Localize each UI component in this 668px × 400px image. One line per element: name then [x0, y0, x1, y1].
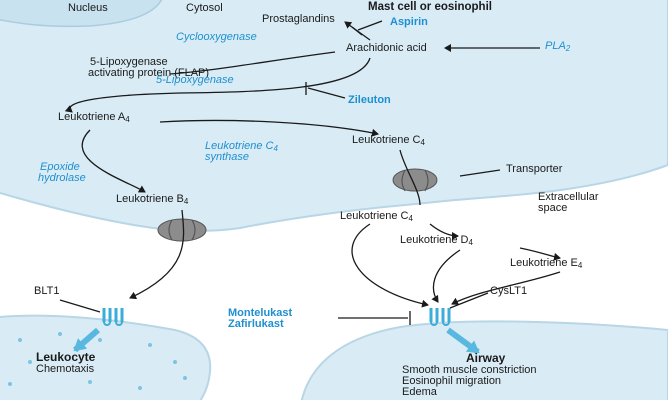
ltc4-extracellular-label: Leukotriene C4 — [340, 211, 413, 223]
epoxide-label-2: hydrolase — [38, 172, 86, 184]
airway-effect-arrow — [446, 327, 480, 355]
pla2-label: PLA2 — [545, 41, 570, 53]
ltd4-text: Leukotriene D — [400, 234, 469, 246]
blt1-receptor — [102, 308, 124, 326]
cyslt1-label: CysLT1 — [490, 285, 528, 297]
leukocyte-cell — [0, 314, 212, 400]
pathway-arrows — [59, 20, 561, 325]
epoxide-label-1: Epoxide — [40, 161, 80, 173]
cyslt1-receptor — [429, 308, 451, 326]
nucleus-shape — [0, 0, 163, 28]
ltb4-channel — [157, 218, 207, 242]
pla2-text: PLA — [545, 40, 566, 52]
ltc4-in-text: Leukotriene C — [352, 134, 421, 146]
zileuton-label: Zileuton — [348, 94, 391, 106]
ltc4-intracellular-label: Leukotriene C4 — [352, 135, 425, 147]
transporter-label: Transporter — [506, 163, 563, 175]
montelukast-label: Montelukast — [228, 307, 293, 319]
cyclooxygenase-label: Cyclooxygenase — [176, 31, 257, 43]
ltb4-subscript: 4 — [183, 197, 189, 206]
ltc4-synthase-label-2: synthase — [205, 151, 250, 163]
leukocyte-granules — [8, 332, 187, 390]
ltc4-synthase-text: Leukotriene C — [205, 140, 274, 152]
pla2-subscript: 2 — [565, 44, 571, 53]
cytosol-label: Cytosol — [186, 2, 223, 14]
aspirin-label: Aspirin — [390, 16, 428, 28]
lta4-subscript: 4 — [125, 115, 130, 124]
lipoxygenase-label: 5-Lipoxygenase — [156, 74, 234, 86]
airway-label: Airway — [466, 351, 506, 365]
nucleus-label: Nucleus — [68, 2, 108, 14]
leukocyte-label: Leukocyte — [36, 350, 96, 364]
ltc4-out-text: Leukotriene C — [340, 210, 409, 222]
lta4-label: Leukotriene A4 — [58, 112, 130, 124]
lte4-label: Leukotriene E4 — [510, 258, 582, 270]
flap-label-line2: activating protein (FLAP) — [88, 67, 210, 79]
airway-effect-3: Edema — [402, 386, 437, 398]
ltd4-subscript: 4 — [468, 238, 473, 247]
lte4-subscript: 4 — [577, 261, 583, 270]
arachidonic-acid-label: Arachidonic acid — [346, 42, 427, 54]
lta4-text: Leukotriene A — [58, 111, 126, 123]
chemotaxis-arrow — [73, 327, 100, 353]
ltc4-synthase-label-1: Leukotriene C4 — [205, 141, 278, 153]
ltd4-label: Leukotriene D4 — [400, 235, 473, 247]
blt1-label: BLT1 — [34, 285, 60, 297]
ltc4-synthase-subscript: 4 — [273, 144, 278, 153]
chemotaxis-label: Chemotaxis — [36, 363, 95, 375]
transporter-channel — [392, 168, 438, 192]
lte4-text: Leukotriene E — [510, 257, 578, 269]
ltc4-in-subscript: 4 — [420, 138, 425, 147]
airway-cell — [300, 320, 668, 400]
extracellular-label-1: Extracellular — [538, 191, 599, 203]
ltb4-label: Leukotriene B4 — [116, 194, 188, 206]
extracellular-label-2: space — [538, 202, 568, 214]
prostaglandins-label: Prostaglandins — [262, 13, 335, 25]
ltb4-text: Leukotriene B — [116, 193, 184, 205]
mast-cell-membrane — [0, 0, 668, 232]
flap-label-line1: 5-Lipoxygenase — [90, 56, 168, 68]
zafirlukast-label: Zafirlukast — [228, 318, 284, 330]
airway-effect-2: Eosinophil migration — [402, 375, 502, 387]
mast-cell-label: Mast cell or eosinophil — [368, 1, 492, 13]
airway-effect-1: Smooth muscle constriction — [402, 364, 537, 376]
ltc4-out-subscript: 4 — [408, 214, 413, 223]
